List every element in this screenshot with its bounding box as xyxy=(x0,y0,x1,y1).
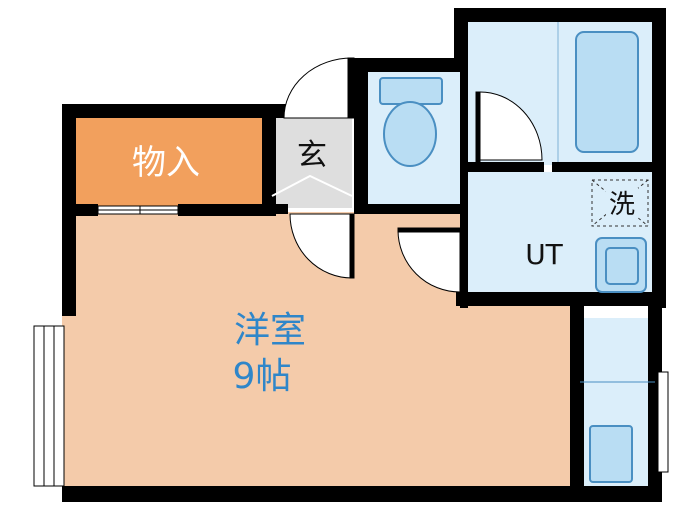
toilet-fixture xyxy=(379,77,443,167)
washbasin xyxy=(595,237,647,293)
storage-floor xyxy=(76,118,266,206)
entrance-inner-door xyxy=(289,213,355,279)
western-room-label: 洋室 xyxy=(234,310,306,351)
entrance-fold-line xyxy=(271,174,353,197)
entrance-floor xyxy=(272,118,352,208)
washer-label: 洗 xyxy=(609,190,635,220)
storage-label: 物入 xyxy=(132,143,200,183)
western-room-size: 9帖 xyxy=(233,356,292,397)
washer-space xyxy=(591,179,649,227)
entrance-door xyxy=(283,57,355,119)
storage-sliding-door xyxy=(97,205,179,215)
toilet-door xyxy=(475,91,543,163)
bathtub xyxy=(575,31,639,153)
walls xyxy=(62,8,666,502)
kitchen-sink xyxy=(589,425,633,483)
entrance-label: 玄 xyxy=(297,138,327,173)
right-window xyxy=(657,371,669,473)
left-window xyxy=(33,325,65,487)
utility-label: UT xyxy=(525,238,563,271)
utility-door xyxy=(397,227,461,293)
